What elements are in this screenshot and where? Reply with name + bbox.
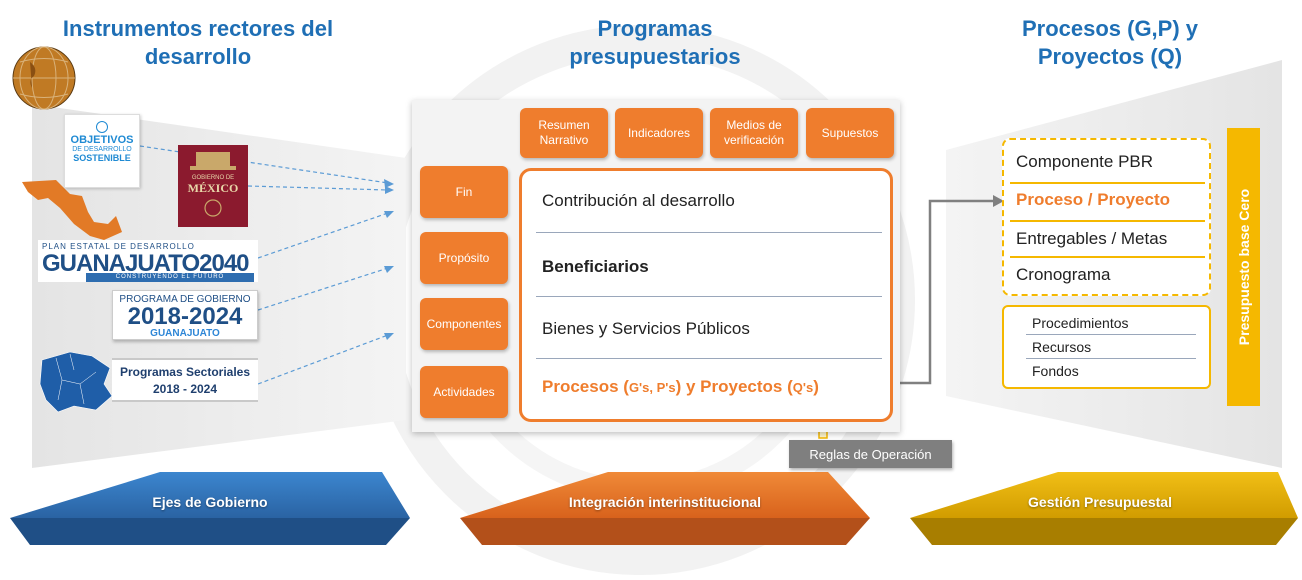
programa-gobierno-logo: PROGRAMA DE GOBIERNO 2018-2024 GUANAJUAT… <box>112 290 258 340</box>
presupuesto-base-cero-label: Presupuesto base Cero <box>1235 188 1252 346</box>
un-emblem-icon <box>96 121 108 133</box>
item-fondos: Fondos <box>1032 363 1079 379</box>
ods-line3: SOSTENIBLE <box>73 153 131 163</box>
globe-icon <box>12 46 76 110</box>
item-recursos: Recursos <box>1032 339 1092 355</box>
column-indicadores: Indicadores <box>615 108 703 158</box>
gobierno-line2: MÉXICO <box>187 181 239 195</box>
row-procesos-part-a: Procesos ( <box>542 377 629 396</box>
item-proceso-proyecto: Proceso / Proyecto <box>1016 190 1171 209</box>
level-componentes: Componentes <box>420 298 508 350</box>
right-divider <box>1010 182 1205 184</box>
heading-middle-line2: presupuestarios <box>569 44 741 69</box>
column-resumen-line1: Resumen <box>538 118 590 132</box>
right-solid-divider <box>1026 334 1196 335</box>
heading-right-line1: Procesos (G,P) y <box>1021 16 1199 41</box>
programa-gobierno-top: PROGRAMA DE GOBIERNO <box>119 294 251 305</box>
right-solid-divider <box>1026 358 1196 359</box>
matrix-content-box: Contribución al desarrollo Beneficiarios… <box>519 168 893 422</box>
heading-left-line1: Instrumentos rectores del <box>62 16 334 41</box>
ods-line2: DE DESARROLLO <box>72 146 132 153</box>
column-supuestos: Supuestos <box>806 108 894 158</box>
plan-estatal-main: GUANAJUATO <box>42 250 200 277</box>
logo-arrowheads <box>384 179 394 340</box>
programa-gobierno-sub: GUANAJUATO <box>150 328 220 339</box>
base-label-integracion: Integración interinstitucional <box>568 494 762 510</box>
base-orange <box>460 472 870 545</box>
mexico-map-icon <box>22 180 122 240</box>
plan-estatal-sub: CONSTRUYENDO EL FUTURO <box>86 273 254 282</box>
column-medios-line1: Medios de <box>726 118 782 132</box>
column-supuestos-label: Supuestos <box>821 125 879 140</box>
row-divider <box>536 358 882 359</box>
plan-estatal-year: 2040 <box>199 250 249 277</box>
reglas-operacion-label: Reglas de Operación <box>809 446 932 462</box>
item-entregables-metas: Entregables / Metas <box>1016 229 1168 248</box>
heading-left-line2: desarrollo <box>144 44 252 69</box>
row-bienes-servicios: Bienes y Servicios Públicos <box>542 319 750 338</box>
row-procesos-part-e: ) <box>813 377 819 396</box>
heading-middle-line1: Programas <box>597 16 713 41</box>
sectoriales-line1: Programas Sectoriales <box>119 365 251 379</box>
item-componente-pbr: Componente PBR <box>1016 152 1154 171</box>
right-dashed-box: Componente PBR Proceso / Proyecto Entreg… <box>1002 138 1211 296</box>
right-divider <box>1010 220 1205 222</box>
plan-estatal-top: PLAN ESTATAL DE DESARROLLO <box>42 242 195 251</box>
row-procesos-proyectos: Procesos (G's, P's) y Proyectos (Q's) <box>542 377 819 397</box>
item-cronograma: Cronograma <box>1016 265 1111 284</box>
ods-line1: OBJETIVOS <box>70 134 134 146</box>
row-divider <box>536 232 882 233</box>
ods-logo: OBJETIVOS DE DESARROLLO SOSTENIBLE <box>64 114 140 188</box>
base-gold <box>910 472 1298 545</box>
gobierno-line1: GOBIERNO DE <box>191 175 235 181</box>
row-procesos-part-b: G's, P's <box>628 380 676 395</box>
reglas-operacion-box: Reglas de Operación <box>789 440 952 468</box>
row-divider <box>536 296 882 297</box>
level-componentes-label: Componentes <box>426 316 502 331</box>
level-proposito-label: Propósito <box>438 250 490 265</box>
column-medios-line2: verificación <box>723 133 785 147</box>
heading-right: Procesos (G,P) y Proyectos (Q) <box>990 15 1230 71</box>
heading-right-line2: Proyectos (Q) <box>1037 44 1183 69</box>
guanajuato-map-icon <box>39 351 113 413</box>
column-resumen-line2: Narrativo <box>539 133 589 147</box>
right-solid-box: Procedimientos Recursos Fondos <box>1002 305 1211 389</box>
plan-estatal-main-wrap: GUANAJUATO2040 <box>42 250 250 278</box>
level-actividades-label: Actividades <box>433 384 495 399</box>
plan-estatal-logo: PLAN ESTATAL DE DESARROLLO GUANAJUATO204… <box>38 240 258 282</box>
column-indicadores-label: Indicadores <box>627 125 691 140</box>
level-proposito: Propósito <box>420 232 508 284</box>
logo-arrows <box>139 145 389 385</box>
base-label-gestion: Gestión Presupuestal <box>1028 494 1172 510</box>
item-procedimientos: Procedimientos <box>1032 315 1129 331</box>
row-procesos-part-d: Q's <box>792 380 814 395</box>
sectoriales-line2: 2018 - 2024 <box>152 382 218 396</box>
row-contribucion: Contribución al desarrollo <box>542 191 735 210</box>
level-fin-label: Fin <box>455 184 473 199</box>
row-beneficiarios: Beneficiarios <box>542 257 649 276</box>
gobierno-logo-text: GOBIERNO DE MÉXICO <box>178 174 248 194</box>
heading-left: Instrumentos rectores del desarrollo <box>58 15 338 71</box>
base-label-ejes: Ejes de Gobierno <box>152 494 268 510</box>
level-fin: Fin <box>420 166 508 218</box>
level-actividades: Actividades <box>420 366 508 418</box>
programa-gobierno-main: 2018-2024 <box>127 303 243 330</box>
programas-sectoriales-logo: Programas Sectoriales 2018 - 2024 <box>112 358 258 402</box>
presupuesto-base-cero-bar: Presupuesto base Cero <box>1227 128 1260 406</box>
base-blue <box>10 472 410 545</box>
heading-middle: Programas presupuestarios <box>535 15 775 71</box>
row-procesos-part-c: ) y Proyectos ( <box>675 377 793 396</box>
right-divider <box>1010 256 1205 258</box>
